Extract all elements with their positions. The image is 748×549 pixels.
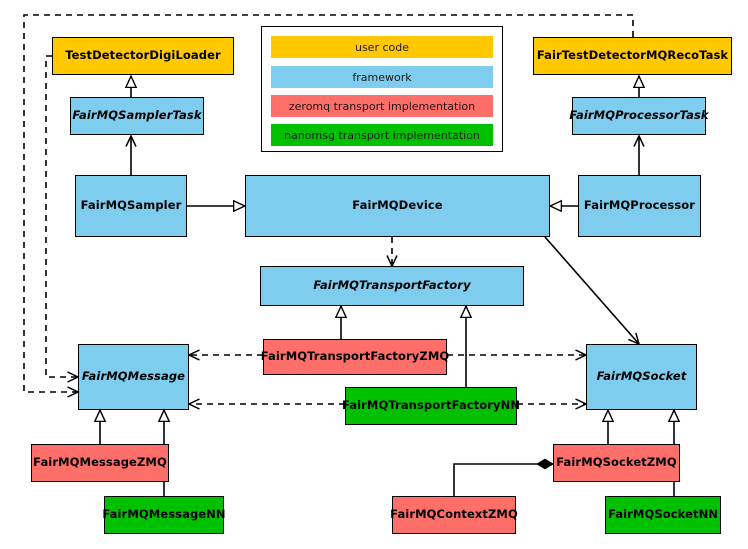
class-node-fairmqsocketnn[interactable]: FairMQSocketNN: [605, 496, 721, 534]
class-node-fairmqtransportfactoryzmq[interactable]: FairMQTransportFactoryZMQ: [261, 339, 449, 375]
legend-item-framework: framework: [271, 66, 493, 88]
edge-contextzmq-to-socketzmq: [453, 458, 554, 496]
legend-item-nanomsg: nanomsg transport implementation: [271, 124, 493, 146]
class-node-fairmqsocket[interactable]: FairMQSocket: [586, 344, 697, 410]
class-node-fairtestdetectormqrecotask[interactable]: FairTestDetectorMQRecoTask: [533, 37, 732, 75]
class-node-fairmqmessagezmq[interactable]: FairMQMessageZMQ: [31, 444, 169, 482]
class-node-fairmqmessagenn[interactable]: FairMQMessageNN: [102, 496, 226, 534]
class-node-testdetectordigiloader[interactable]: TestDetectorDigiLoader: [52, 37, 234, 75]
class-node-fairmqsocketzmq[interactable]: FairMQSocketZMQ: [553, 444, 680, 482]
class-node-fairmqtransportfactory[interactable]: FairMQTransportFactory: [260, 266, 524, 306]
class-node-fairmqprocessor[interactable]: FairMQProcessor: [578, 175, 701, 237]
legend-label-user-code: user code: [354, 40, 410, 54]
class-node-fairmqtransportfactorynn[interactable]: FairMQTransportFactoryNN: [342, 387, 520, 425]
legend-item-zeromq: zeromq transport implementation: [271, 95, 493, 117]
class-node-fairmqmessage[interactable]: FairMQMessage: [78, 344, 189, 410]
legend-item-user-code: user code: [271, 36, 493, 58]
class-node-fairmqsampler[interactable]: FairMQSampler: [75, 175, 187, 237]
class-node-fairmqprocessortask[interactable]: FairMQProcessorTask: [569, 97, 709, 135]
legend-label-framework: framework: [352, 70, 412, 84]
class-node-fairmqdevice[interactable]: FairMQDevice: [245, 175, 550, 237]
legend-label-zeromq: zeromq transport implementation: [288, 99, 476, 113]
edge-device-to-socket: [544, 236, 639, 344]
class-node-fairmqcontextzmq[interactable]: FairMQContextZMQ: [390, 496, 518, 534]
legend-label-nanomsg: nanomsg transport implementation: [284, 128, 480, 142]
class-node-fairmqsamplertask[interactable]: FairMQSamplerTask: [70, 97, 204, 135]
